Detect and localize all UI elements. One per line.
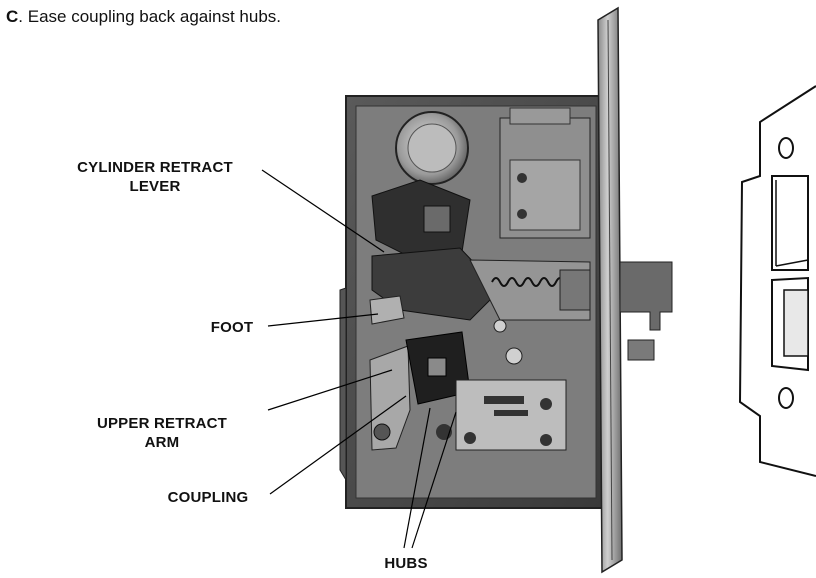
instruction-text: C. Ease coupling back against hubs.: [6, 6, 281, 28]
leader-coupling: [269, 395, 407, 495]
hubs-part: [436, 319, 567, 451]
foot-part: [369, 295, 405, 325]
cylinder-retract-lever-part: [371, 179, 471, 263]
label-cylinder-retract-lever-line2: LEVER: [129, 178, 181, 195]
step-text: . Ease coupling back against hubs.: [18, 7, 282, 26]
label-hubs-text: HUBS: [384, 555, 428, 572]
leader-upper-retract-arm: [267, 369, 393, 411]
label-hubs: HUBS: [366, 554, 446, 573]
upper-block: [499, 107, 591, 239]
leader-cylinder-retract-lever: [261, 169, 385, 253]
leader-lines: [261, 169, 457, 549]
coupling-part: [405, 331, 471, 405]
label-coupling: COUPLING: [150, 488, 266, 507]
label-coupling-text: COUPLING: [167, 489, 249, 506]
leader-foot: [267, 313, 379, 327]
label-foot: FOOT: [200, 318, 264, 337]
middle-levers: [371, 247, 591, 321]
label-foot-text: FOOT: [210, 319, 254, 336]
label-cylinder-retract-lever: CYLINDER RETRACT LEVER: [50, 158, 260, 196]
label-upper-retract-arm-line1: UPPER RETRACT: [96, 415, 228, 432]
faceplate: [597, 6, 623, 574]
leader-hub-1: [403, 407, 431, 549]
label-upper-retract-arm-line2: ARM: [144, 434, 180, 451]
label-cylinder-retract-lever-line1: CYLINDER RETRACT: [77, 159, 233, 176]
leader-hub-2: [411, 411, 457, 549]
upper-retract-arm-part: [369, 345, 411, 451]
strike-plate: [738, 85, 816, 477]
step-letter: C: [6, 7, 19, 26]
cylinder: [395, 111, 469, 185]
label-upper-retract-arm: UPPER RETRACT ARM: [62, 414, 262, 452]
latch-bolt: [619, 261, 673, 361]
